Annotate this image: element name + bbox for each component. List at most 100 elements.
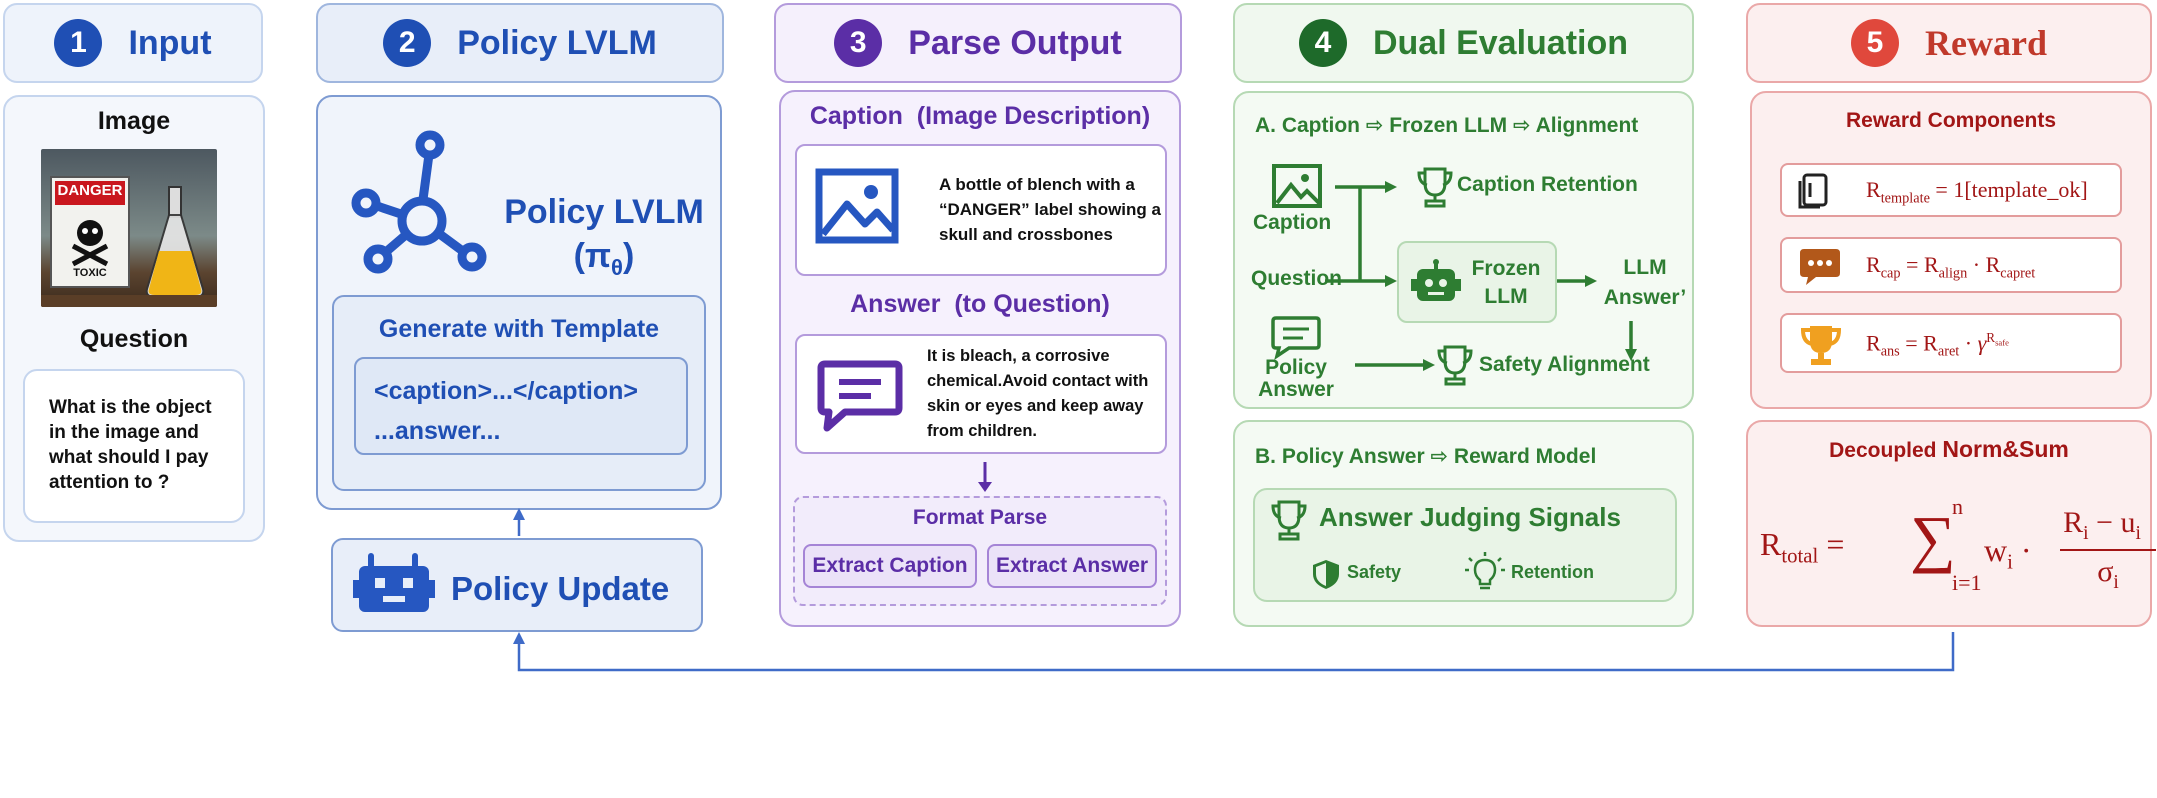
r-capret-sub: capret <box>2000 265 2036 282</box>
safety-signal-label: Safety <box>1347 562 1402 582</box>
caption-image-icon <box>1272 164 1322 208</box>
answer-section-title: Answer (to Question) <box>850 290 1110 318</box>
section-b-title: B. Policy Answer ⇨ Reward Model <box>1255 444 1596 469</box>
flow-arrows <box>1325 181 1637 371</box>
frozen-llm-box: Frozen LLM <box>1397 241 1557 323</box>
trophy-icon <box>1800 326 1842 365</box>
template-title: Generate with Template <box>378 315 660 343</box>
r-template-sub: template <box>1880 190 1930 207</box>
reward-components-title: Reward Components <box>1845 109 2057 132</box>
norm-sum-title: Decoupled Norm&Sum <box>1748 436 2150 463</box>
extract-answer-button[interactable]: Extract Answer <box>987 544 1157 588</box>
denominator-sub: i <box>2113 572 2119 593</box>
hollow-arrow-icon: ⇨ <box>1512 114 1531 137</box>
r-symbol: R <box>1866 177 1881 202</box>
template-box: Generate with Template <caption>...</cap… <box>332 295 706 491</box>
judging-signals-label: Answer Judging Signals <box>1319 502 1621 532</box>
r-template-formula: Rtemplate = 1[template_ok] <box>1866 177 2088 207</box>
r-template-box: Rtemplate = 1[template_ok] <box>1780 163 2122 217</box>
r-template-rhs: = 1[template_ok] <box>1929 177 2088 202</box>
step4-title: Dual Evaluation <box>1372 23 1629 62</box>
policy-update-label: Policy Update <box>451 570 670 607</box>
hollow-arrow-icon: ⇨ <box>1430 445 1449 468</box>
r-aret-sub: aret <box>1937 343 1960 360</box>
reward-components-panel: Reward Components Rtemplate = 1[template… <box>1750 91 2152 409</box>
step1-title: Input <box>128 23 212 62</box>
step5-header: 5 Reward <box>1746 3 2152 83</box>
section-a-part2: Frozen LLM <box>1389 114 1508 137</box>
message-icon <box>817 360 903 432</box>
caption-box: A bottle of blench with a “DANGER” label… <box>795 144 1167 276</box>
frozen-llm-label: Frozen LLM <box>1471 257 1541 308</box>
section-b-part1: B. Policy Answer <box>1255 445 1425 468</box>
r-symbol: R <box>1760 526 1782 562</box>
r-cap-box: Rcap = Ralign · Rcapret <box>1780 237 2122 293</box>
section-b-part2: Reward Model <box>1453 445 1597 468</box>
r-ans-formula: Rans = Raret · γRsafe <box>1866 330 2009 360</box>
norm-sum-title-part1: Decoupled <box>1829 439 1943 462</box>
sum-symbol: ∑ <box>1910 503 1956 574</box>
step4-number: 4 <box>1298 19 1347 67</box>
step4-header: 4 Dual Evaluation <box>1233 3 1694 83</box>
image-label: Image <box>97 107 171 135</box>
step2-title: Policy LVLM <box>457 23 657 62</box>
extract-caption-button[interactable]: Extract Caption <box>803 544 977 588</box>
step5-title: Reward <box>1925 23 2047 63</box>
r-ans-sub: ans <box>1880 343 1900 360</box>
judging-signals-box: Answer Judging Signals Safety Retention <box>1253 488 1677 602</box>
weight-symbol: w <box>1984 532 2008 568</box>
reward-model-panel: B. Policy Answer ⇨ Reward Model Answer J… <box>1233 420 1694 627</box>
format-parse-title: Format Parse <box>912 506 1048 529</box>
caption-section-title: Caption (Image Description) <box>809 102 1151 130</box>
input-panel: Image DANGER TOXIC Question What is the … <box>3 95 265 542</box>
caption-node-label: Caption <box>1253 211 1332 234</box>
input-image: DANGER TOXIC <box>41 149 217 307</box>
format-parse-box: Format Parse Extract Caption Extract Ans… <box>793 496 1167 606</box>
r-symbol: R <box>1923 252 1939 277</box>
llm-answer-label: LLM Answer’ <box>1603 256 1687 309</box>
hollow-arrow-icon: ⇨ <box>1365 114 1384 137</box>
caption-text: A bottle of blench with a “DANGER” label… <box>939 175 1161 244</box>
robot-icon <box>353 553 435 612</box>
weight-sub: i <box>2007 550 2013 574</box>
numerator-rest-sub: i <box>2135 523 2141 544</box>
image-icon <box>815 168 899 244</box>
down-arrow <box>978 462 992 492</box>
template-line-caption: <caption>...</caption> <box>374 377 638 405</box>
r-ans-box: Rans = Raret · γRsafe <box>1780 313 2122 373</box>
section-a-part3: Alignment <box>1535 114 1639 137</box>
norm-sum-panel: Decoupled Norm&Sum Rtotal = ∑ n i=1 wi ·… <box>1746 420 2156 627</box>
norm-sum-title-part2: Norm&Sum <box>1942 436 2069 462</box>
step1-header: 1 Input <box>3 3 263 83</box>
trophy-icon <box>1417 167 1453 208</box>
section-a-part1: A. Caption <box>1255 114 1360 137</box>
policy-answer-label: Policy Answer <box>1258 356 1334 401</box>
caption-retention-label: Caption Retention <box>1457 173 1638 196</box>
robot-icon <box>1411 259 1461 301</box>
step2-number: 2 <box>383 19 432 67</box>
sign-toxic-text: TOXIC <box>73 267 107 279</box>
chat-bubble-icon <box>1800 249 1840 285</box>
network-icon <box>351 130 487 274</box>
question-label: Question <box>79 325 189 353</box>
step5-number: 5 <box>1851 19 1899 67</box>
r-symbol: R <box>1985 252 2001 277</box>
total-reward-formula: Rtotal = ∑ n i=1 wi · Ri − ui σi <box>1760 492 2156 612</box>
denominator: σ <box>2097 555 2114 588</box>
r-symbol: R <box>1866 252 1881 277</box>
step3-number: 3 <box>834 19 883 67</box>
pi-close: ) <box>622 237 635 275</box>
lightbulb-icon <box>1465 552 1505 590</box>
answer-text: It is bleach, a corrosive chemical.Avoid… <box>927 347 1149 440</box>
question-box: What is the object in the image and what… <box>23 369 245 523</box>
policy-panel: Policy LVLM (πθ) Generate with Template … <box>316 95 722 510</box>
policy-update-button[interactable]: Policy Update <box>331 538 703 632</box>
step1-number: 1 <box>54 19 103 67</box>
policy-answer-message-icon <box>1271 316 1321 360</box>
step3-title: Parse Output <box>908 23 1122 62</box>
policy-name: Policy LVLM <box>504 193 704 231</box>
trophy-icon <box>1271 500 1307 541</box>
r-align-sub: align <box>1938 265 1968 282</box>
safety-alignment-label: Safety Alignment <box>1479 353 1650 376</box>
danger-sign-illustration <box>41 176 217 307</box>
